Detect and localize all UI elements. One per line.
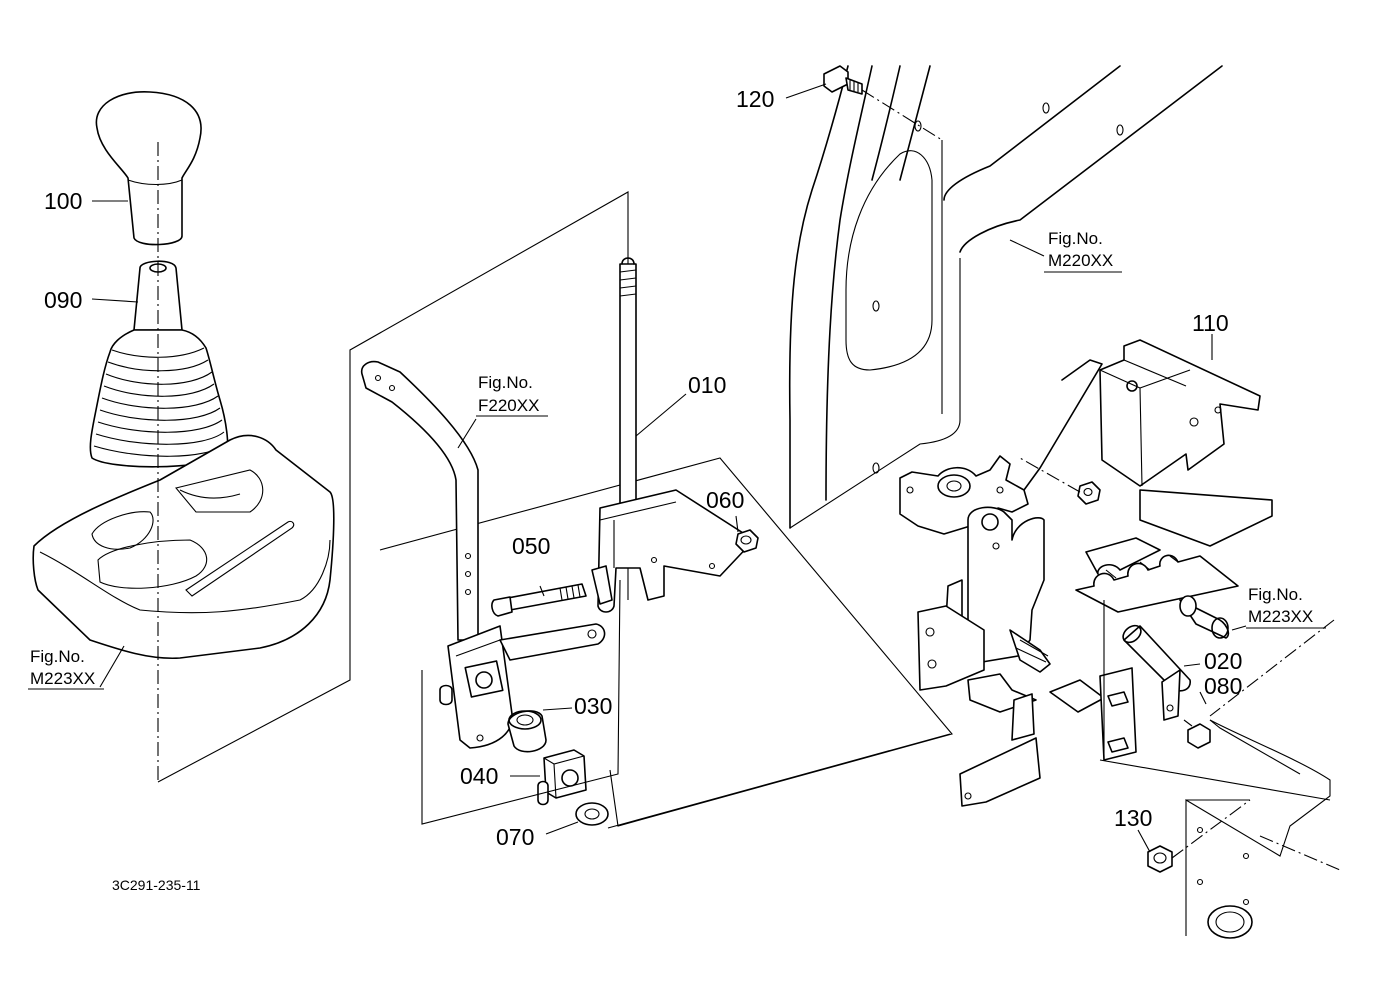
- svg-text:M223XX: M223XX: [1248, 607, 1313, 626]
- block-040: [537, 749, 587, 806]
- washer-070: [575, 802, 609, 826]
- nut-right-small: [1077, 481, 1101, 505]
- bolt-050: [491, 583, 587, 617]
- lower-bracket: [1049, 667, 1137, 761]
- cab-frame: [788, 65, 1223, 529]
- lever-rod: [360, 360, 479, 641]
- nut-060: [735, 529, 759, 553]
- part-label-090[interactable]: 090: [44, 287, 82, 313]
- pin-020: [1122, 624, 1191, 721]
- side-plate-right: [1185, 719, 1341, 939]
- shift-rod-010: [619, 257, 637, 513]
- part-label-130[interactable]: 130: [1114, 805, 1152, 831]
- bolt-120: [823, 65, 863, 95]
- part-label-100[interactable]: 100: [44, 188, 82, 214]
- boot: [89, 329, 229, 468]
- figure-ref-m220[interactable]: Fig.No. M220XX: [1044, 229, 1122, 273]
- nut-130: [1147, 845, 1173, 873]
- rod-bracket: [591, 489, 755, 613]
- part-label-120[interactable]: 120: [736, 86, 774, 112]
- svg-text:F220XX: F220XX: [478, 396, 539, 415]
- drawing-code: 3C291-235-11: [112, 877, 201, 893]
- figure-ref-m223-left[interactable]: Fig.No. M223XX: [28, 647, 104, 690]
- shaft-pin: [1179, 595, 1230, 639]
- part-label-030[interactable]: 030: [574, 693, 612, 719]
- figure-ref-m223-right[interactable]: Fig.No. M223XX: [1246, 585, 1326, 629]
- part-label-110[interactable]: 110: [1192, 310, 1229, 336]
- part-label-010[interactable]: 010: [688, 372, 726, 398]
- svg-text:M220XX: M220XX: [1048, 251, 1113, 270]
- part-label-050[interactable]: 050: [512, 533, 550, 559]
- svg-text:M223XX: M223XX: [30, 669, 95, 688]
- switch-bracket-110: [1023, 339, 1273, 547]
- leader-lines: [91, 83, 1247, 853]
- svg-text:Fig.No.: Fig.No.: [1048, 229, 1103, 248]
- figure-ref-f220[interactable]: Fig.No. F220XX: [476, 373, 548, 417]
- bolt-080: [1183, 719, 1211, 749]
- part-label-060[interactable]: 060: [706, 487, 744, 513]
- plate-with-tabs: [1075, 537, 1239, 613]
- part-label-020[interactable]: 020: [1204, 648, 1242, 674]
- part-label-080[interactable]: 080: [1204, 673, 1242, 699]
- part-label-070[interactable]: 070: [496, 824, 534, 850]
- console-panel: [32, 434, 335, 660]
- knob-100: [95, 91, 202, 246]
- part-label-040[interactable]: 040: [460, 763, 498, 789]
- svg-text:Fig.No.: Fig.No.: [478, 373, 533, 392]
- bushing-030: [507, 710, 547, 753]
- main-plate: [899, 455, 1051, 807]
- svg-text:Fig.No.: Fig.No.: [1248, 585, 1303, 604]
- svg-text:Fig.No.: Fig.No.: [30, 647, 85, 666]
